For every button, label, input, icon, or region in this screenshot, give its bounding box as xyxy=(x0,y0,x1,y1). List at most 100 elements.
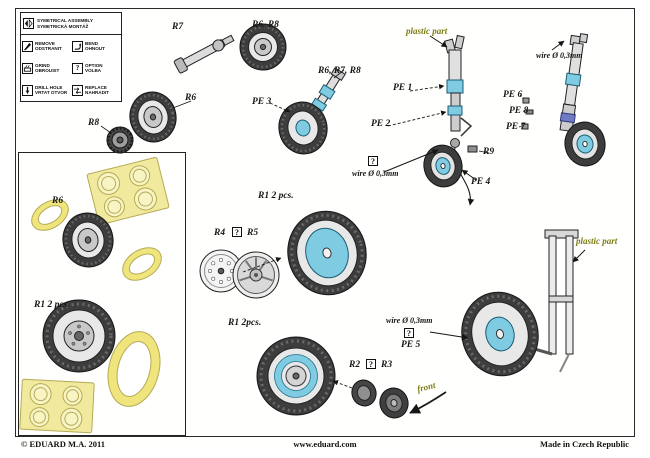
bend-icon xyxy=(72,40,83,52)
option-question-icon: ? xyxy=(72,62,83,74)
part-label-pe7: PE 7 xyxy=(506,122,526,132)
leader-pe4 xyxy=(461,169,477,181)
wire-label-bottom: wire Ø 0,3mm xyxy=(386,316,433,325)
legend-label: DRILL HOLE xyxy=(35,84,63,90)
copyright-text: © EDUARD M.A. 2011 xyxy=(21,438,106,449)
legend-label: OBROUSIT xyxy=(35,68,60,73)
symmetrical-assembly-icon xyxy=(23,18,34,29)
leader-pe3 xyxy=(269,102,291,113)
legend-grid: REMOVE ODSTRANIT BEND OHNOUT GRIND OBROU… xyxy=(21,35,121,101)
leader-plastic-part-top xyxy=(429,35,448,48)
part-label-r6-r7-r8: R6, R7, R8 xyxy=(318,66,361,76)
part-label-r5: R5 xyxy=(247,228,259,238)
legend-symmetrical-en: SYMETRICAL ASSEMBLY xyxy=(37,18,93,23)
leader-pe5-wire xyxy=(429,331,469,341)
legend-label: BEND xyxy=(85,40,99,46)
grind-icon xyxy=(22,62,33,74)
leader-pe2 xyxy=(387,110,447,127)
wheel-r6-r8 xyxy=(239,23,287,71)
legend-item-replace: REPLACE NAHRADIT xyxy=(71,79,121,101)
part-label-pe8: PE 8 xyxy=(509,106,529,116)
assembly-axis-top xyxy=(242,257,282,273)
legend-label: GRIND xyxy=(35,62,50,68)
part-label-r1-bottom: R1 2pcs. xyxy=(228,318,262,328)
mask-ring-left xyxy=(31,199,69,231)
option-question-box: ? xyxy=(232,227,242,237)
legend-label: OPTION xyxy=(85,62,103,68)
part-label-r6-r8: R6, R8 xyxy=(252,20,279,30)
assembly-r6-r7-r8 xyxy=(278,67,346,155)
disc-r5 xyxy=(232,251,280,299)
plastic-part-label-bottom: plastic part xyxy=(576,236,618,246)
part-label-pe3: PE 3 xyxy=(252,97,272,107)
remove-icon xyxy=(22,40,33,52)
leader-pe1 xyxy=(409,84,445,92)
footer-bar: © EDUARD M.A. 2011 www.eduard.com Made i… xyxy=(15,436,635,450)
wheel-main-rear xyxy=(461,291,539,377)
part-label-pe5: PE 5 xyxy=(401,340,421,350)
assembly-axis-bottom xyxy=(332,380,353,389)
wheel-r8-hub xyxy=(100,125,134,154)
part-label-r9: R9 xyxy=(483,147,495,157)
front-direction-arrow xyxy=(409,391,447,414)
mask-ring-right xyxy=(122,247,162,281)
part-label-r6: R6 xyxy=(185,93,197,103)
part-r3 xyxy=(379,387,409,419)
part-label-r3: R3 xyxy=(381,360,393,370)
inset-label-r6: R6 xyxy=(52,196,64,206)
wheel-inset-r1 xyxy=(42,299,116,373)
part-label-pe6: PE 6 xyxy=(503,90,523,100)
pe-small-parts xyxy=(518,94,534,130)
mask-sheet-bottom xyxy=(19,378,95,434)
wheel-r6 xyxy=(129,91,177,143)
plastic-part-label-top: plastic part xyxy=(406,26,448,36)
legend-label: ODSTRANIT xyxy=(35,46,62,51)
legend-item-drill-hole: DRILL HOLE VRTAT OTVOR xyxy=(21,79,71,101)
mask-ring-large xyxy=(107,331,161,407)
leader-plastic-part-bottom xyxy=(572,249,586,263)
wheel-strut-1 xyxy=(423,144,463,188)
option-question-box: ? xyxy=(368,156,378,166)
wheel-r1-bottom xyxy=(256,336,336,416)
leader-r6 xyxy=(172,100,192,109)
mask-sheet-top xyxy=(86,156,170,226)
leader-r9 xyxy=(478,150,490,154)
legend-item-remove: REMOVE ODSTRANIT xyxy=(21,35,71,57)
legend-label: OHNOUT xyxy=(85,46,105,51)
landing-gear-strut-1 xyxy=(443,34,478,206)
legend-label: REMOVE xyxy=(35,40,55,46)
part-label-r2: R2 xyxy=(349,360,361,370)
inset-label-r1: R1 2 pcs. xyxy=(34,300,70,310)
wheel-inset-r6 xyxy=(62,212,114,268)
drill-icon xyxy=(22,84,33,96)
part-label-r1-top: R1 2 pcs. xyxy=(258,191,294,201)
legend-label: REPLACE xyxy=(85,84,107,90)
legend-box: SYMETRICAL ASSEMBLY SYMETRICKÁ MONTÁŽ RE… xyxy=(20,12,122,102)
legend-item-option: ? OPTION VOLBA xyxy=(71,57,121,79)
part-label-pe4: PE 4 xyxy=(471,177,491,187)
legend-label: VRTAT OTVOR xyxy=(35,90,68,95)
wire-label-mid: wire Ø 0,3mm xyxy=(352,169,399,178)
wheel-strut-2 xyxy=(564,121,606,167)
legend-label: NAHRADIT xyxy=(85,90,109,95)
wheel-r1-top xyxy=(287,210,367,296)
strut-r7 xyxy=(173,34,235,74)
legend-item-bend: BEND OHNOUT xyxy=(71,35,121,57)
option-question-box: ? xyxy=(366,359,376,369)
part-r2 xyxy=(351,379,377,407)
question-mark: ? xyxy=(75,64,80,72)
part-label-pe2: PE 2 xyxy=(371,119,391,129)
wire-label-top-right: wire Ø 0,3mm xyxy=(536,51,583,60)
part-label-r7: R7 xyxy=(172,22,184,32)
legend-label: VOLBA xyxy=(85,68,102,73)
legend-item-grind: GRIND OBROUSIT xyxy=(21,57,71,79)
made-in-text: Made in Czech Republic xyxy=(539,438,629,449)
replace-icon xyxy=(72,84,83,96)
part-label-pe1: PE 1 xyxy=(393,83,413,93)
landing-gear-strut-2 xyxy=(551,33,589,132)
legend-symmetrical-cs: SYMETRICKÁ MONTÁŽ xyxy=(37,23,89,29)
part-label-r8: R8 xyxy=(88,118,100,128)
leader-wire-mid xyxy=(383,149,439,173)
